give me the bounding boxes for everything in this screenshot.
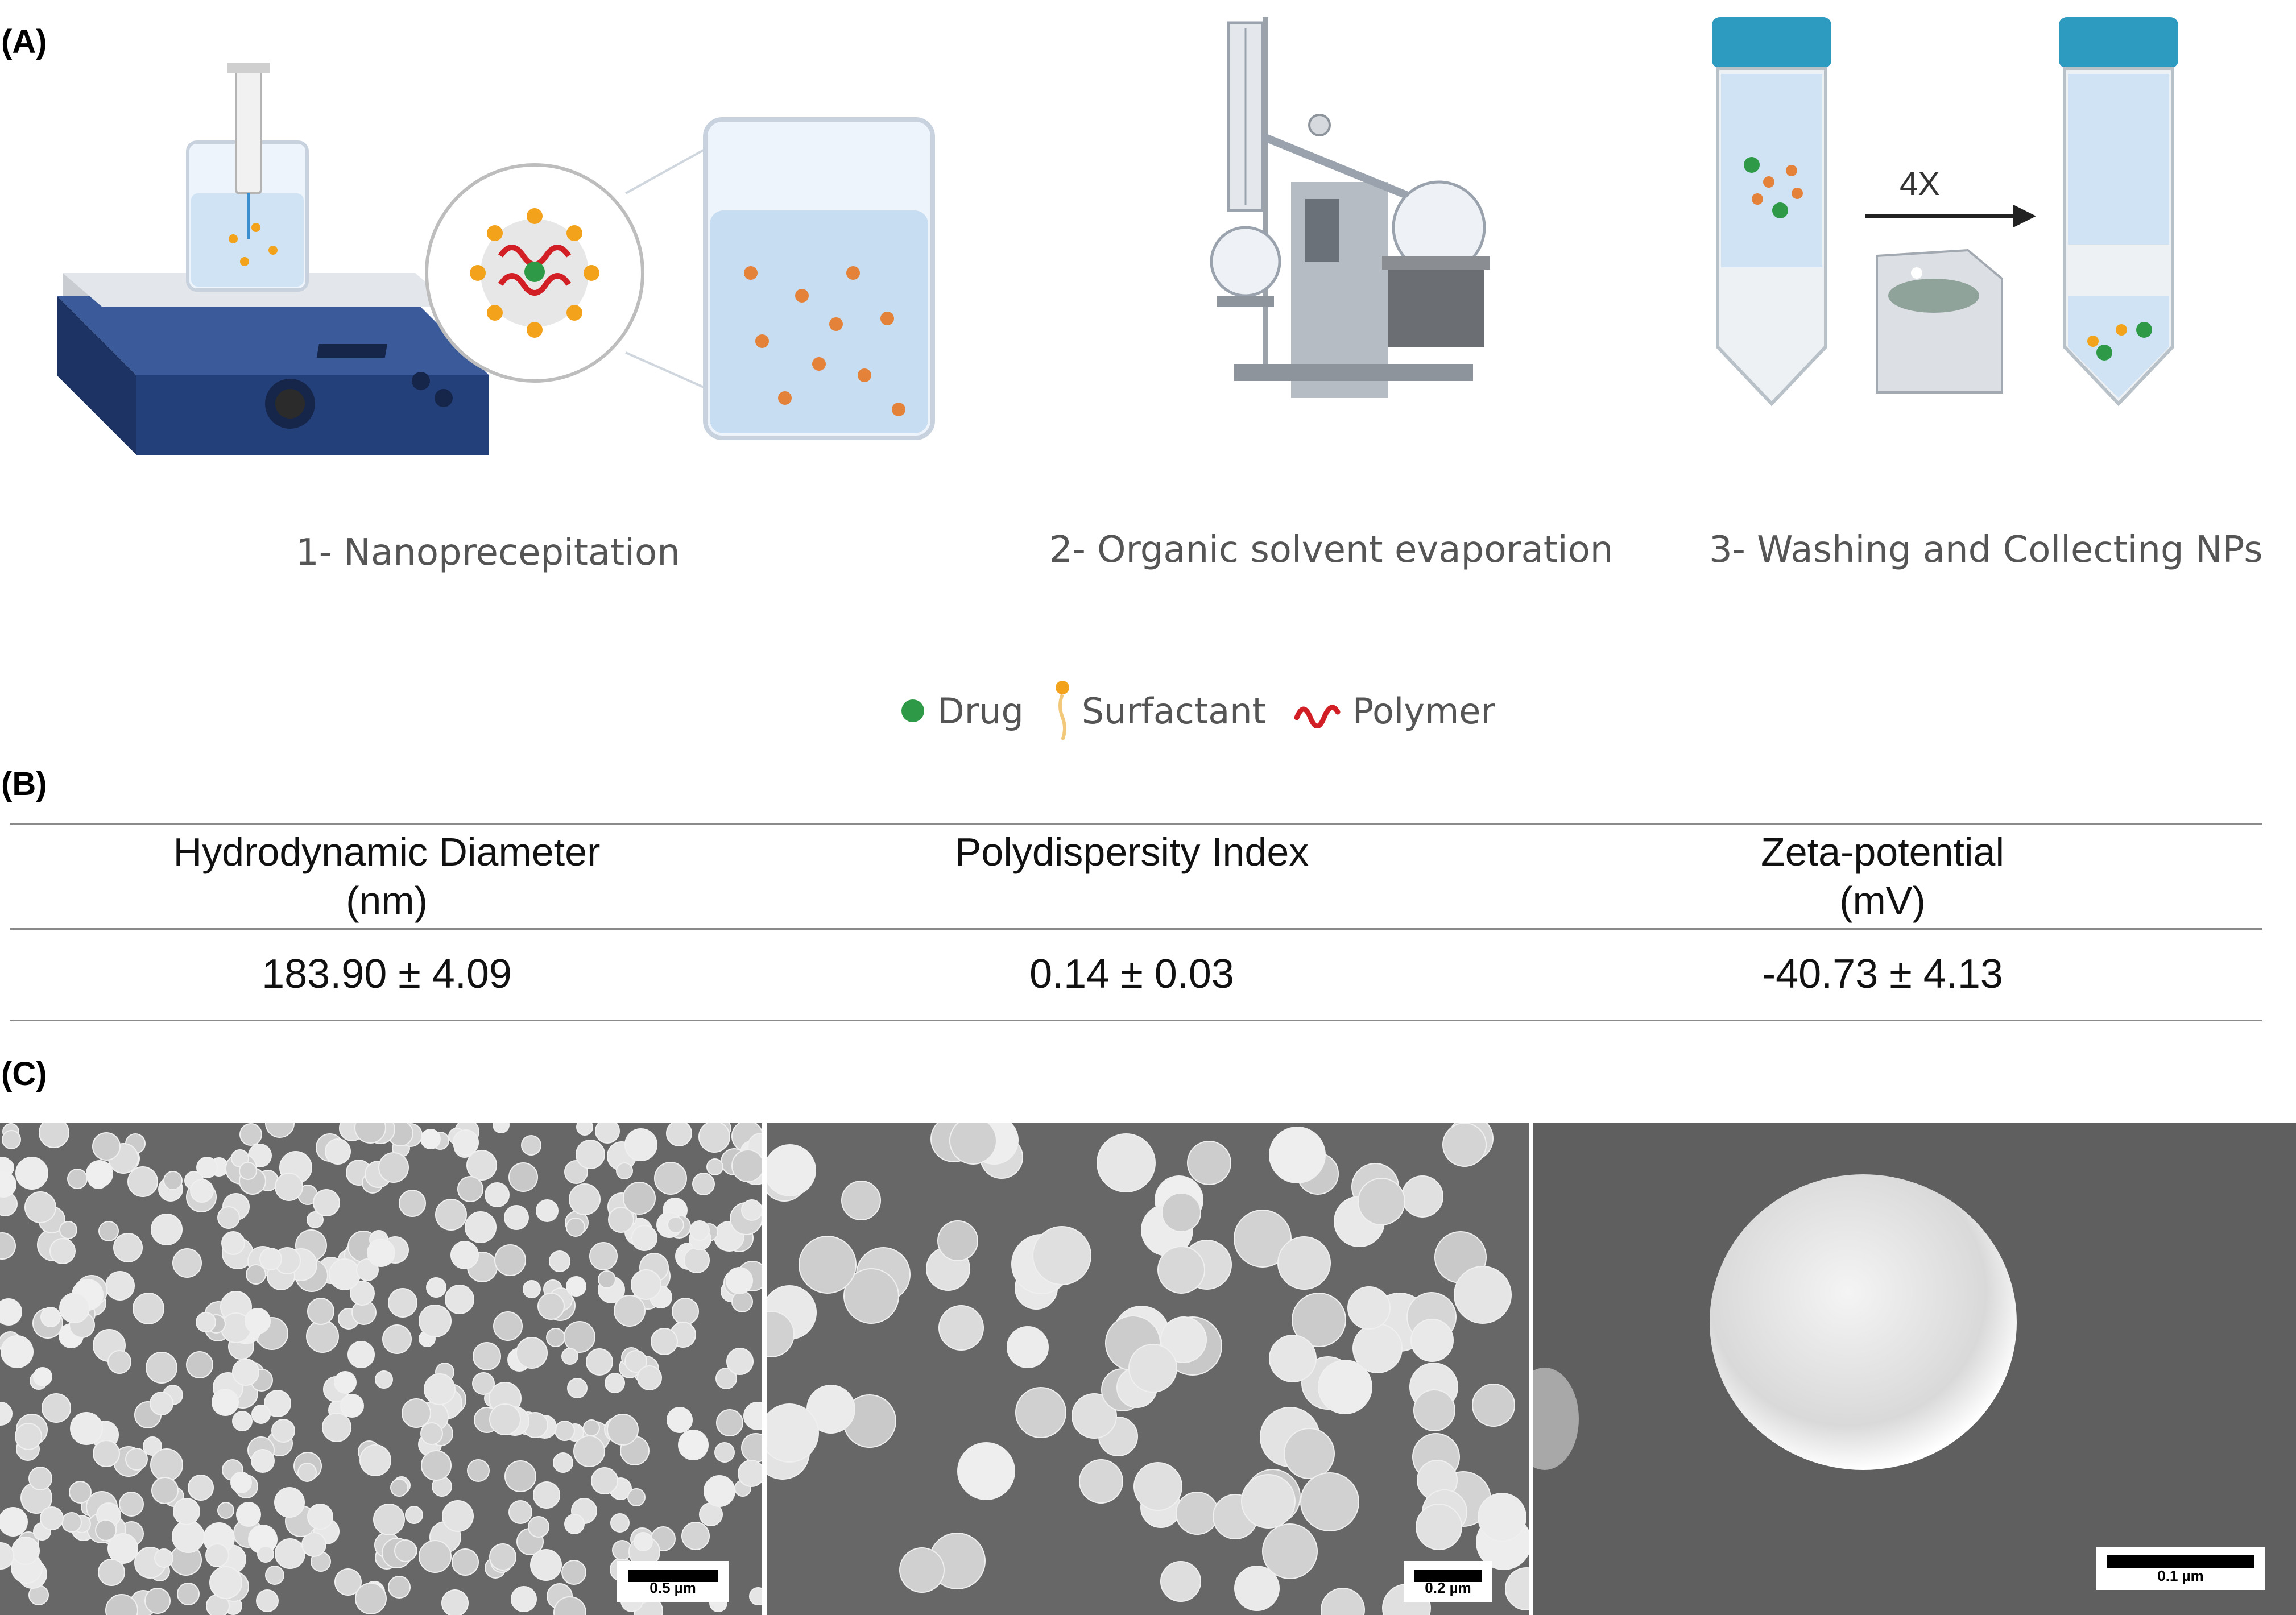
sem-single-particle [1533, 1123, 2296, 1615]
table-top-rule [10, 823, 2262, 825]
sem-particles-mid-mag [767, 1123, 1529, 1615]
panel-b-label: (B) [1, 765, 47, 802]
header-hydrodynamic-diameter: Hydrodynamic Diameter (nm) [173, 830, 601, 923]
panel-a-label: (A) [1, 23, 47, 60]
drug-icon [901, 699, 924, 722]
sem-image-mid-mag: 0.2 µm [767, 1123, 1529, 1615]
sem-particles-low-mag [0, 1123, 762, 1615]
surfactant-icon [1055, 681, 1069, 741]
legend-polymer: Polymer [1293, 690, 1495, 732]
scale-bar-1-label: 0.5 µm [650, 1579, 696, 1596]
sem-image-high-mag: 0.1 µm [1533, 1123, 2296, 1615]
repeat-count-label: 4X [1900, 165, 1940, 202]
step-1-caption: 1- Nanoprecepitation [296, 532, 680, 574]
scale-bar-2-label: 0.2 µm [1425, 1579, 1471, 1596]
nanoprecipitation-illustration [57, 63, 935, 455]
value-hydrodynamic-diameter: 183.90 ± 4.09 [262, 951, 512, 997]
legend-drug-label: Drug [937, 690, 1024, 732]
polymer-icon [1294, 705, 1341, 728]
rotary-evaporator-illustration [1210, 17, 1490, 398]
legend: Drug Surfactant Polymer [899, 680, 1523, 742]
legend-surfactant-label: Surfactant [1081, 690, 1266, 732]
legend-surfactant: Surfactant [1051, 680, 1266, 742]
legend-drug: Drug [899, 690, 1024, 732]
scale-bar-1: 0.5 µm [617, 1561, 729, 1602]
legend-polymer-label: Polymer [1352, 690, 1495, 732]
table-bottom-rule [10, 1020, 2262, 1021]
value-zeta-potential: -40.73 ± 4.13 [1762, 951, 2003, 997]
table-mid-rule [10, 928, 2262, 930]
step-2-caption: 2- Organic solvent evaporation [1049, 529, 1614, 571]
value-polydispersity-index: 0.14 ± 0.03 [1029, 951, 1234, 997]
scale-bar-2: 0.2 µm [1404, 1561, 1492, 1602]
washing-illustration [1712, 17, 2178, 407]
step-3-caption: 3- Washing and Collecting NPs [1709, 529, 2263, 571]
scale-bar-3-label: 0.1 µm [2157, 1567, 2204, 1584]
header-polydispersity-index: Polydispersity Index [954, 830, 1309, 874]
sem-image-low-mag: 0.5 µm [0, 1123, 762, 1615]
panel-c-label: (C) [1, 1055, 47, 1092]
header-zeta-potential: Zeta-potential (mV) [1760, 830, 2005, 923]
scale-bar-3: 0.1 µm [2096, 1547, 2265, 1590]
